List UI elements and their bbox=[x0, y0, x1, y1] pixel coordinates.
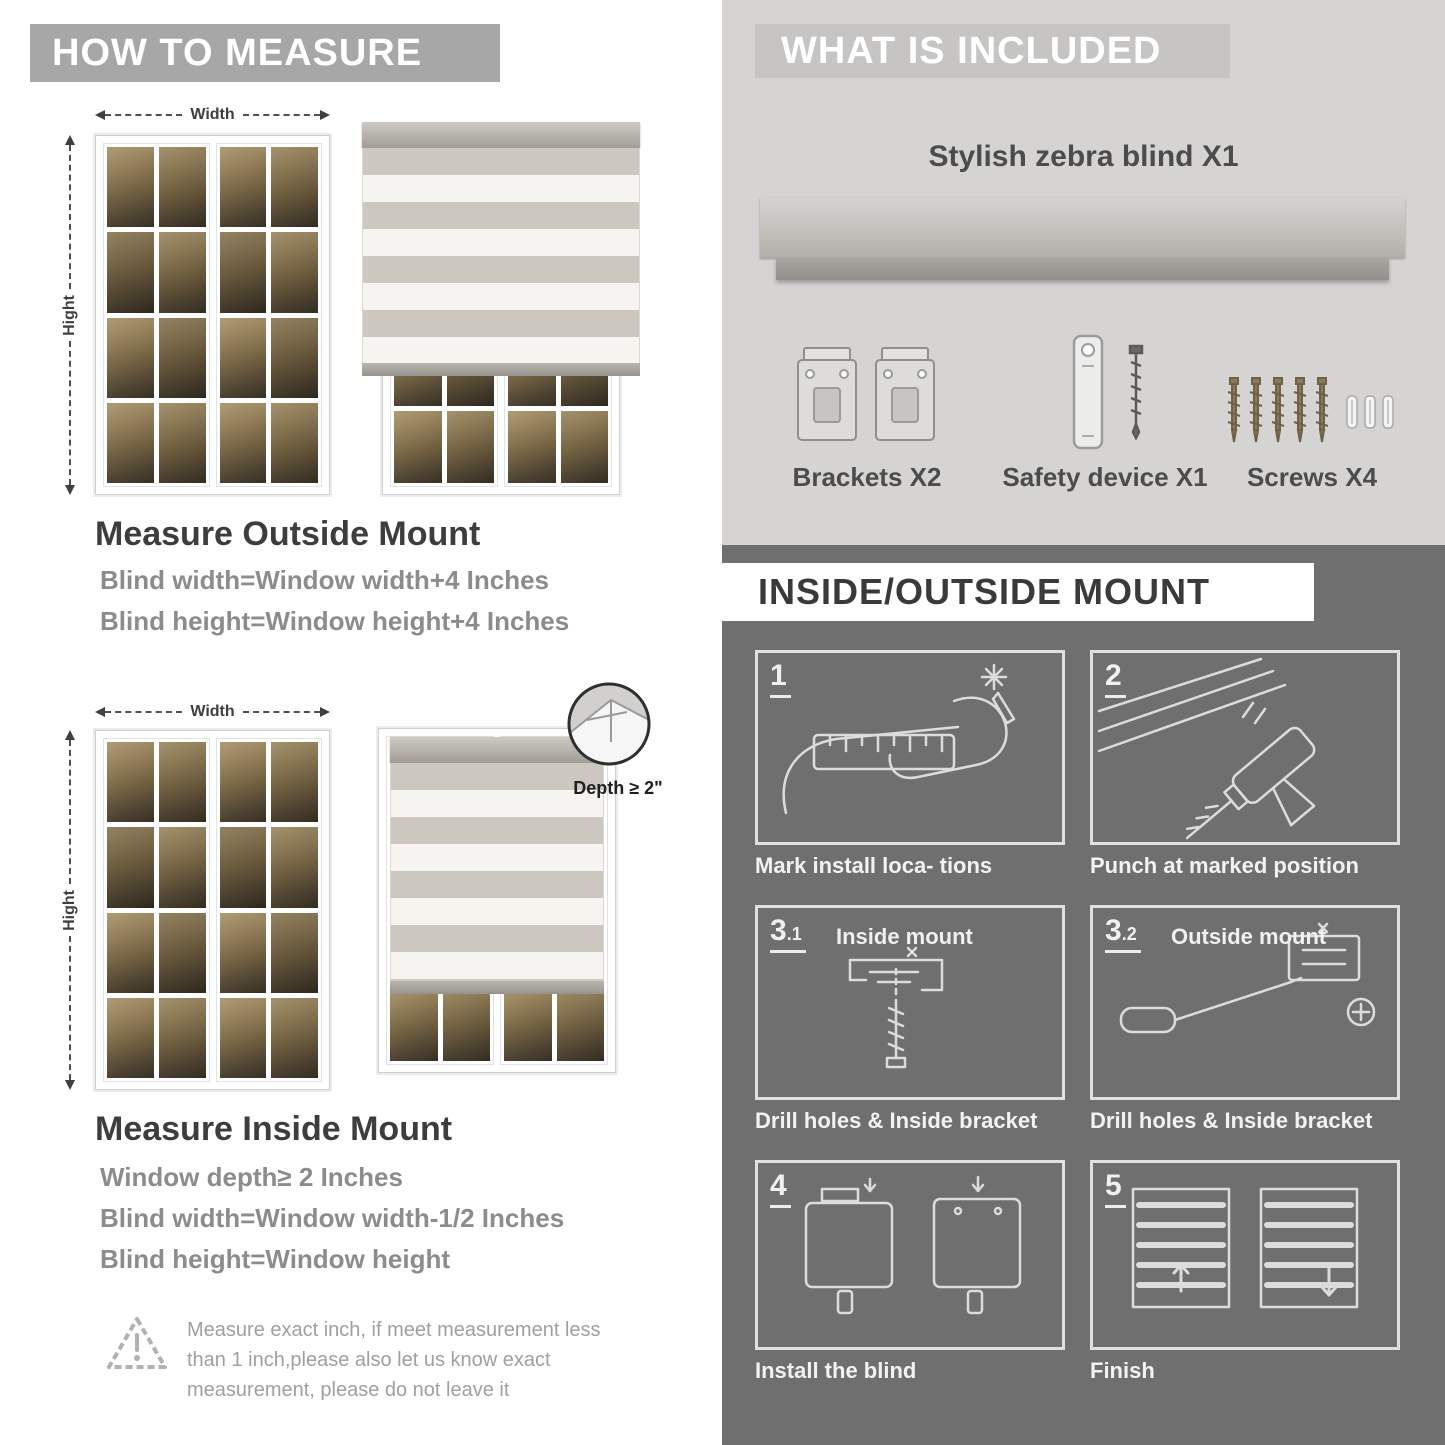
measure-note-text: Measure exact inch, if meet measurement … bbox=[187, 1319, 601, 1401]
width-label: Width bbox=[190, 106, 235, 123]
inside-depth-formula: Window depth≥ 2 Inches bbox=[100, 1162, 403, 1192]
screw-bracket-icon bbox=[848, 946, 944, 1069]
how-to-measure-banner: HOW TO MEASURE bbox=[30, 24, 500, 82]
zebra-blind-icon bbox=[362, 122, 640, 376]
step-caption: Drill holes & Inside bracket bbox=[1090, 1108, 1373, 1133]
width-arrow: Width bbox=[95, 106, 330, 124]
driver-bracket-icon bbox=[1119, 922, 1376, 1034]
window-sash bbox=[215, 143, 322, 487]
arrow-right-icon bbox=[320, 707, 330, 717]
what-is-included-title: WHAT IS INCLUDED bbox=[781, 29, 1162, 72]
step-panel-4: 4 bbox=[755, 1160, 1065, 1350]
step-caption: Install the blind bbox=[755, 1358, 917, 1383]
window-photo-outside bbox=[95, 135, 330, 495]
step-panel-3-2: 3.2 Outside mount bbox=[1090, 905, 1400, 1100]
step-panel-5: 5 bbox=[1090, 1160, 1400, 1350]
measuring-tape-icon bbox=[782, 663, 1016, 815]
height-label: Hight bbox=[61, 889, 78, 931]
width-arrow: Width bbox=[95, 703, 330, 721]
install-blind-icon bbox=[804, 1175, 1022, 1315]
step-number: 3.1 bbox=[770, 916, 806, 953]
outside-height-formula: Blind height=Window height+4 Inches bbox=[100, 606, 570, 636]
width-label: Width bbox=[190, 703, 235, 720]
step-caption: Mark install loca- tions bbox=[755, 853, 993, 878]
depth-label: Depth ≥ 2" bbox=[573, 778, 663, 798]
mount-banner: INSIDE/OUTSIDE MOUNT bbox=[722, 563, 1314, 621]
outside-width-formula: Blind width=Window width+4 Inches bbox=[100, 565, 549, 595]
arrow-left-icon bbox=[95, 707, 105, 717]
inside-width-formula: Blind width=Window width-1/2 Inches bbox=[100, 1203, 565, 1233]
step-label: Inside mount bbox=[836, 924, 973, 949]
warning-icon bbox=[107, 1317, 167, 1369]
step-number: 4 bbox=[770, 1171, 791, 1208]
measure-note: Measure exact inch, if meet measurement … bbox=[105, 1315, 637, 1405]
arrow-down-icon bbox=[65, 485, 75, 495]
depth-callout-icon bbox=[565, 680, 653, 768]
product-name: Stylish zebra blind X1 bbox=[928, 140, 1239, 173]
arrow-up-icon bbox=[65, 135, 75, 145]
height-arrow: Hight bbox=[60, 135, 80, 495]
step-number: 2 bbox=[1105, 661, 1126, 698]
height-label: Hight bbox=[61, 294, 78, 336]
arrow-up-icon bbox=[65, 730, 75, 740]
screws-icon bbox=[1222, 372, 1402, 462]
what-is-included-section: WHAT IS INCLUDED Stylish zebra blind X1 bbox=[722, 0, 1445, 545]
step-caption: Punch at marked position bbox=[1090, 853, 1359, 878]
how-to-measure-title: HOW TO MEASURE bbox=[52, 31, 423, 74]
what-is-included-banner: WHAT IS INCLUDED bbox=[755, 24, 1230, 78]
step-number: 3.2 bbox=[1105, 916, 1141, 953]
arrow-down-icon bbox=[65, 1080, 75, 1090]
headrail-icon bbox=[760, 198, 1405, 280]
step-caption: Finish bbox=[1090, 1358, 1155, 1383]
drill-icon bbox=[1097, 657, 1316, 840]
window-frame bbox=[95, 135, 330, 495]
outside-mount-title: Measure Outside Mount bbox=[95, 515, 481, 553]
step-panel-1: 1 bbox=[755, 650, 1065, 845]
step-number: 5 bbox=[1105, 1171, 1126, 1208]
brackets-icon bbox=[792, 340, 942, 455]
mount-instructions-section: INSIDE/OUTSIDE MOUNT 1 Mark install loca… bbox=[722, 545, 1445, 1445]
safety-device-label: Safety device X1 bbox=[1002, 462, 1208, 492]
outside-mount-blind-scene bbox=[362, 122, 640, 495]
height-arrow: Hight bbox=[60, 730, 80, 1090]
arrow-left-icon bbox=[95, 110, 105, 120]
safety-device-icon bbox=[1042, 332, 1182, 462]
window-sash bbox=[103, 143, 210, 487]
step-caption: Drill holes & Inside bracket bbox=[755, 1108, 1038, 1133]
screws-label: Screws X4 bbox=[1246, 462, 1378, 492]
arrow-right-icon bbox=[320, 110, 330, 120]
step-label: Outside mount bbox=[1171, 924, 1327, 949]
step-number: 1 bbox=[770, 661, 791, 698]
step-panel-2: 2 bbox=[1090, 650, 1400, 845]
inside-height-formula: Blind height=Window height bbox=[100, 1244, 450, 1274]
zebra-blind-icon bbox=[390, 737, 604, 994]
window-photo-inside bbox=[95, 730, 330, 1090]
brackets-label: Brackets X2 bbox=[792, 462, 942, 492]
inside-mount-title: Measure Inside Mount bbox=[95, 1110, 453, 1148]
finish-blinds-icon bbox=[1131, 1187, 1359, 1309]
mount-title: INSIDE/OUTSIDE MOUNT bbox=[758, 571, 1211, 612]
step-panel-3-1: 3.1 Inside mount bbox=[755, 905, 1065, 1100]
